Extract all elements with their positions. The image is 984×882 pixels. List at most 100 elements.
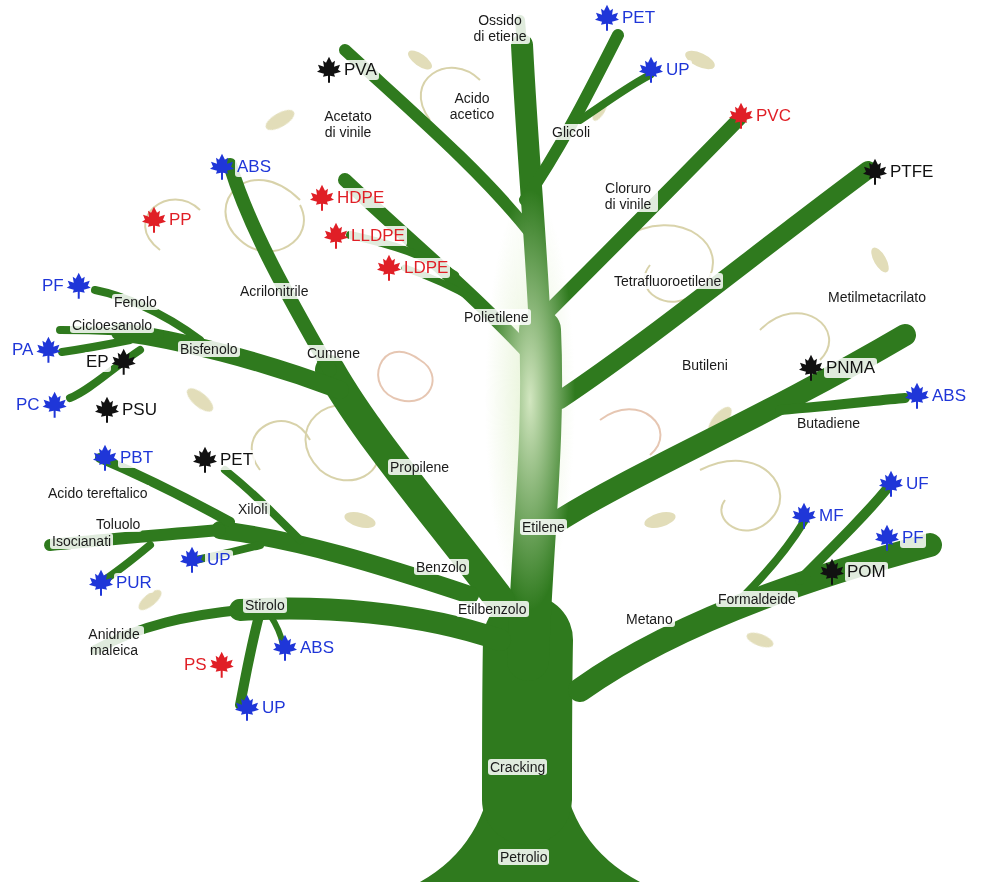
polymer-label: UP	[260, 698, 288, 718]
label-holder: Toluolo	[94, 515, 142, 533]
label-holder: PF	[40, 276, 66, 296]
polymer-label: PF	[40, 276, 66, 296]
maple-leaf	[142, 207, 166, 233]
label-holder: Acido tereftalico	[46, 484, 150, 502]
maple-leaf	[180, 547, 204, 573]
maple-leaf	[193, 447, 217, 473]
maple-leaf	[879, 471, 903, 497]
label-holder: MF	[817, 506, 846, 526]
chemical-label: Formaldeide	[716, 591, 798, 607]
label-holder: Etilene	[520, 518, 567, 536]
maple-leaf	[89, 570, 113, 596]
chemical-label: Butadiene	[795, 415, 862, 431]
chemical-label: Isocianati	[50, 533, 113, 549]
label-holder: PET	[218, 450, 255, 470]
maple-leaf	[210, 652, 234, 678]
chemical-label: Cloruro di vinile	[598, 180, 658, 212]
label-holder: PTFE	[888, 162, 935, 182]
polymer-label: PTFE	[888, 162, 935, 182]
chemical-label: Glicoli	[550, 124, 592, 140]
label-holder: PSU	[120, 400, 159, 420]
label-holder: UP	[260, 698, 288, 718]
label-holder: Xiloli	[236, 500, 270, 518]
polymer-label: PC	[14, 395, 42, 415]
chemical-label: Butileni	[680, 357, 730, 373]
label-holder: Butadiene	[795, 414, 862, 432]
maple-leaf	[729, 103, 753, 129]
maple-leaf	[820, 559, 844, 585]
label-holder: Acido acetico	[440, 90, 504, 123]
polymer-label: PBT	[118, 448, 155, 468]
label-holder: ABS	[298, 638, 336, 658]
chemical-label: Acido tereftalico	[46, 485, 150, 501]
label-holder: Acrilonitrile	[238, 282, 310, 300]
maple-leaf	[93, 445, 117, 471]
label-holder: Cloruro di vinile	[598, 180, 658, 213]
label-holder: PVA	[342, 60, 379, 80]
maple-leaf	[377, 255, 401, 281]
chemical-label: Xiloli	[236, 501, 270, 517]
polymer-label: EP	[84, 352, 111, 372]
label-holder: Acetato di vinile	[318, 108, 378, 141]
polymer-label: UP	[205, 550, 233, 570]
maple-leaf	[905, 383, 929, 409]
maple-leaf	[875, 525, 899, 551]
label-holder: PS	[182, 655, 209, 675]
chemical-label: Tetrafluoroetilene	[612, 273, 723, 289]
label-holder: Stirolo	[243, 596, 287, 614]
label-holder: Metano	[624, 610, 675, 628]
label-holder: UP	[205, 550, 233, 570]
chemical-label: Acido acetico	[440, 90, 504, 122]
chemical-label: Metilmetacrilato	[826, 289, 928, 305]
chemical-label: Fenolo	[112, 294, 159, 310]
maple-leaf	[799, 355, 823, 381]
label-holder: Propilene	[388, 458, 451, 476]
label-holder: Glicoli	[550, 123, 592, 141]
chemical-label: Toluolo	[94, 516, 142, 532]
polymer-leaves	[36, 5, 929, 721]
label-holder: Butileni	[680, 356, 730, 374]
tree-branches	[50, 20, 930, 882]
label-holder: LLDPE	[349, 226, 407, 246]
label-holder: PF	[900, 528, 926, 548]
polymer-label: LLDPE	[349, 226, 407, 246]
chemical-label: Polietilene	[462, 309, 531, 325]
label-holder: PP	[167, 210, 194, 230]
polymer-label: PVA	[342, 60, 379, 80]
chemical-label: Petrolio	[498, 849, 549, 865]
polymer-label: ABS	[235, 157, 273, 177]
chemical-label: Etilene	[520, 519, 567, 535]
label-holder: HDPE	[335, 188, 386, 208]
label-holder: Tetrafluoroetilene	[612, 272, 723, 290]
label-holder: POM	[845, 562, 888, 582]
maple-leaf	[36, 337, 60, 363]
chemical-label: Anidride maleica	[84, 626, 144, 658]
label-holder: Formaldeide	[716, 590, 798, 608]
polymer-label: PUR	[114, 573, 154, 593]
label-holder: Metilmetacrilato	[826, 288, 928, 306]
label-holder: Bisfenolo	[178, 340, 240, 358]
label-holder: Anidride maleica	[84, 626, 144, 659]
chemical-label: Etilbenzolo	[456, 601, 529, 617]
polymer-label: PET	[620, 8, 657, 28]
polymer-label: UF	[904, 474, 931, 494]
polymer-label: PVC	[754, 106, 793, 126]
polymer-label: PA	[10, 340, 35, 360]
maple-leaf	[324, 223, 348, 249]
maple-leaf	[317, 57, 341, 83]
trunk-highlight	[485, 190, 575, 610]
chemical-label: Ossido di etiene	[470, 12, 530, 44]
polymer-label: PS	[182, 655, 209, 675]
maple-leaf	[863, 159, 887, 185]
chemical-label: Acetato di vinile	[318, 108, 378, 140]
maple-leaf	[95, 397, 119, 423]
label-holder: PVC	[754, 106, 793, 126]
chemical-label: Benzolo	[414, 559, 469, 575]
maple-leaf	[273, 635, 297, 661]
label-holder: PBT	[118, 448, 155, 468]
label-holder: Petrolio	[498, 848, 549, 866]
label-holder: UP	[664, 60, 692, 80]
polymer-label: MF	[817, 506, 846, 526]
